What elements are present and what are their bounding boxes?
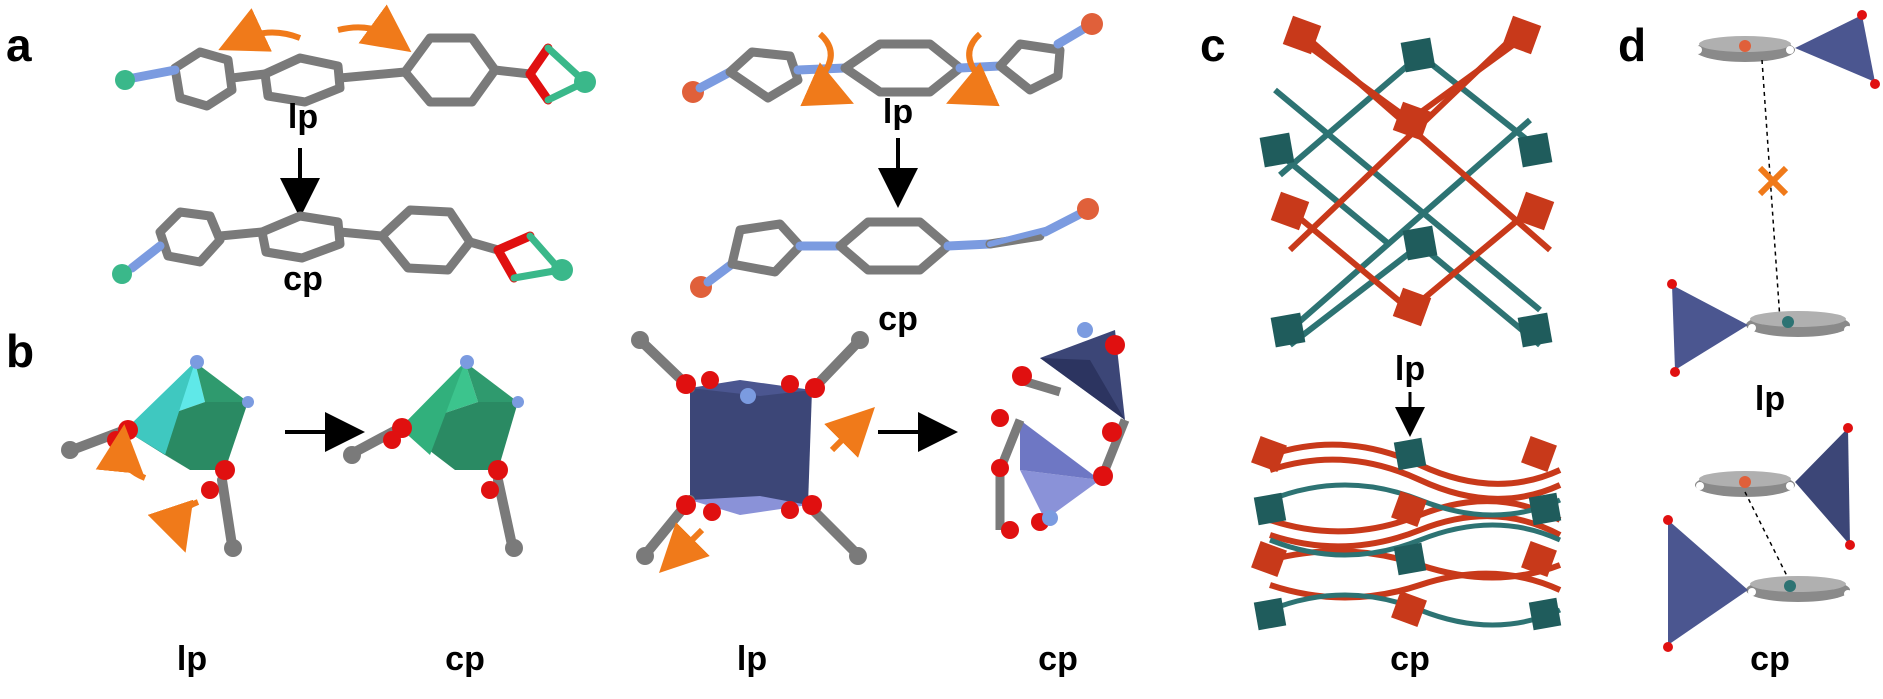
panel-d-lp-label: lp	[1754, 380, 1786, 418]
panel-a-right-lp-linker	[682, 13, 1103, 103]
panel-a-left-lp-label: lp	[287, 98, 319, 136]
panel-d-lp-stacking	[1667, 10, 1880, 377]
panel-d-cp-stacking	[1663, 423, 1855, 652]
panel-b-label-4: cp	[1038, 640, 1078, 678]
rotation-arrows-panel-b-lp	[95, 424, 200, 553]
panel-b-label-1: lp	[176, 640, 208, 678]
panel-b-lp-octahedron	[61, 355, 254, 557]
panel-a-right-cp-linker	[690, 198, 1099, 298]
panel-b-label-3: lp	[736, 640, 768, 678]
panel-c-cp-framework	[1251, 436, 1562, 631]
panel-letter-b: b	[6, 325, 35, 377]
panel-c-lp-label: lp	[1394, 350, 1426, 388]
panel-a-left-cp-label: cp	[283, 260, 323, 298]
panel-a-right-lp-label: lp	[882, 93, 914, 131]
panel-c-cp-label: cp	[1390, 640, 1430, 678]
panel-b-cp-octahedron	[343, 355, 524, 557]
panel-a-left-lp-linker	[115, 33, 596, 111]
panel-letter-c: c	[1200, 19, 1226, 71]
panel-a-left-cp-linker	[112, 205, 573, 284]
panel-d-cp-label: cp	[1750, 640, 1790, 678]
panel-a-right-cp-label: cp	[878, 300, 918, 338]
rotation-arrows-panel-a	[218, 4, 412, 53]
panel-letter-a: a	[6, 19, 32, 71]
panel-b-label-2: cp	[445, 640, 485, 678]
rotation-arrows-panel-a-right	[800, 31, 1000, 107]
panel-c-lp-framework	[1259, 15, 1555, 348]
panel-b-cp-distorted-paddlewheel	[991, 322, 1130, 539]
shear-arrows-panel-b	[659, 407, 875, 573]
panel-letter-d: d	[1618, 19, 1647, 71]
